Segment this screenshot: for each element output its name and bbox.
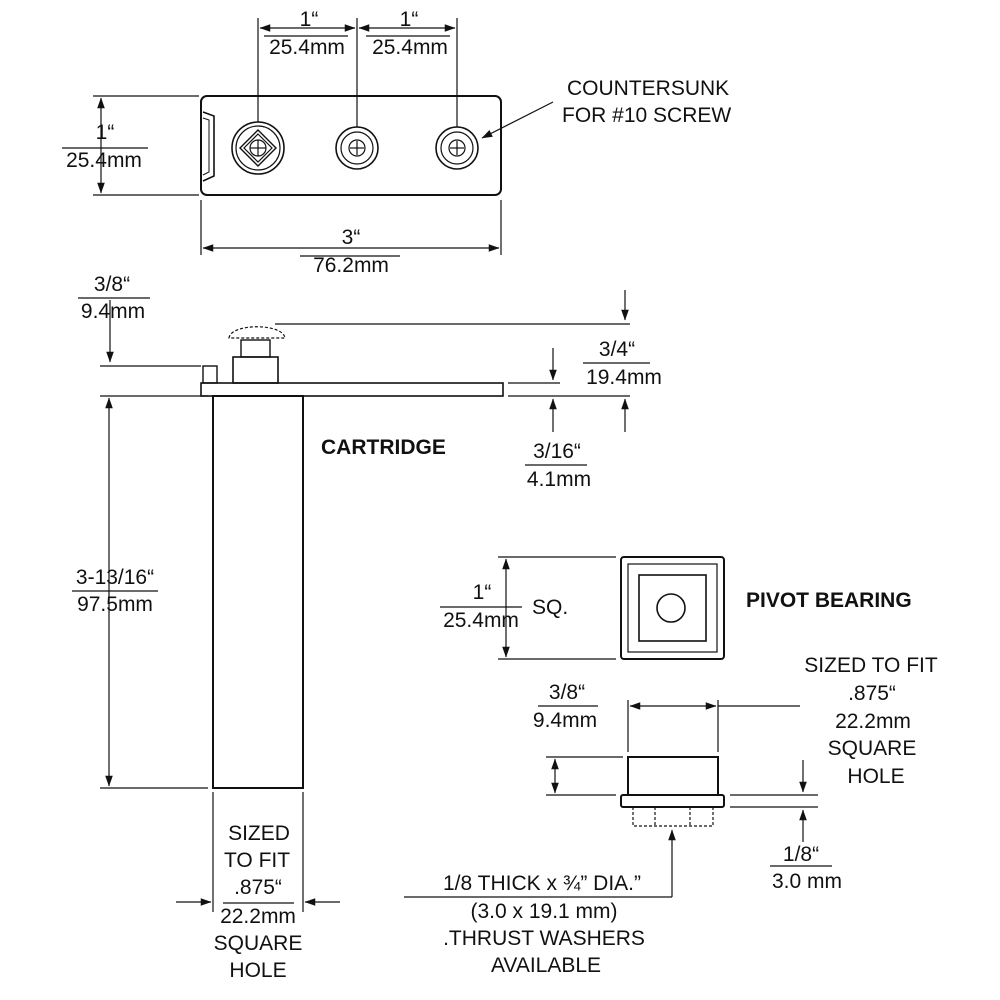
pivot-fit-line-4: SQUARE [827,737,917,760]
pivot-side-flange [620,794,725,808]
pivot-washer-in: 1/8“ [782,843,820,866]
cartridge-thick-in: 3/16“ [533,440,581,463]
washer-note-line2: (3.0 x 19.1 mm) [470,900,618,923]
pivot-sq-label: SQ. [532,596,569,619]
plate-height-in: 1“ [95,121,115,144]
plate-hole-1 [231,121,285,175]
cartridge-fit-line-1: SIZED [228,822,290,845]
pivot-washer-mm: 3.0 mm [771,870,843,893]
washer-note-line3: .THRUST WASHERS [443,927,645,950]
pivot-title: PIVOT BEARING [746,589,912,612]
cartridge-screw-head [228,326,286,339]
cartridge-top-in: 3/8“ [93,273,131,296]
washer-note-line4: AVAILABLE [490,954,602,977]
pivot-inner [638,574,707,642]
cartridge-thick-mm: 4.1mm [526,468,592,491]
countersunk-note-line2: FOR #10 SCREW [562,104,732,127]
pivot-fit-line-5: HOLE [847,765,905,788]
pivot-bearing-view [404,556,832,898]
cartridge-flange [200,382,504,397]
cartridge-body [212,395,304,789]
plate-notch [202,111,215,182]
plate-height-mm: 25.4mm [66,149,142,172]
washer-note-line1: 1/8 THICK x ¾” DIA.” [443,872,641,895]
pivot-width-in: 3/8“ [548,681,586,704]
cartridge-pin [232,356,279,384]
plate-hole-spacing-1-in: 1“ [299,8,319,31]
pivot-fit-line-2: .875“ [848,682,896,705]
cartridge-view [72,290,650,912]
plate-outline [200,95,502,196]
cartridge-fit-line-3: .875“ [234,876,282,899]
cartridge-fit-line-2: TO FIT [223,849,291,872]
plate-hole-2 [335,126,379,170]
cartridge-fit-line-5: SQUARE [213,932,303,955]
pivot-fit-line-1: SIZED TO FIT [804,654,938,677]
plate-length-mm: 76.2mm [313,254,389,277]
plate-hole-spacing-2-mm: 25.4mm [372,36,448,59]
cartridge-fit-line-4: 22.2mm [220,905,296,928]
plate-top-view [62,18,554,257]
plate-length-in: 3“ [341,226,361,249]
cartridge-body-in: 3-13/16“ [75,566,155,589]
plate-hole-3 [435,126,479,170]
pivot-hole [656,593,686,623]
plate-hole-spacing-1-mm: 25.4mm [269,36,345,59]
cartridge-top-mm: 9.4mm [80,300,146,323]
pivot-width-mm: 9.4mm [532,709,598,732]
cartridge-flange-in: 3/4“ [598,338,636,361]
cartridge-tab [202,365,218,384]
cartridge-title: CARTRIDGE [321,436,446,459]
pivot-fit-line-3: 22.2mm [835,710,911,733]
pivot-side-body [627,756,719,796]
cartridge-flange-mm: 19.4mm [586,366,662,389]
cartridge-body-mm: 97.5mm [77,593,153,616]
thrust-washer-dashed [632,807,714,827]
plate-hole-spacing-2-in: 1“ [399,8,419,31]
pivot-sq-in: 1“ [472,581,492,604]
cartridge-fit-line-6: HOLE [229,959,287,982]
pivot-sq-mm: 25.4mm [443,609,519,632]
pivot-outer [620,556,725,660]
countersunk-note-line1: COUNTERSUNK [567,77,730,100]
